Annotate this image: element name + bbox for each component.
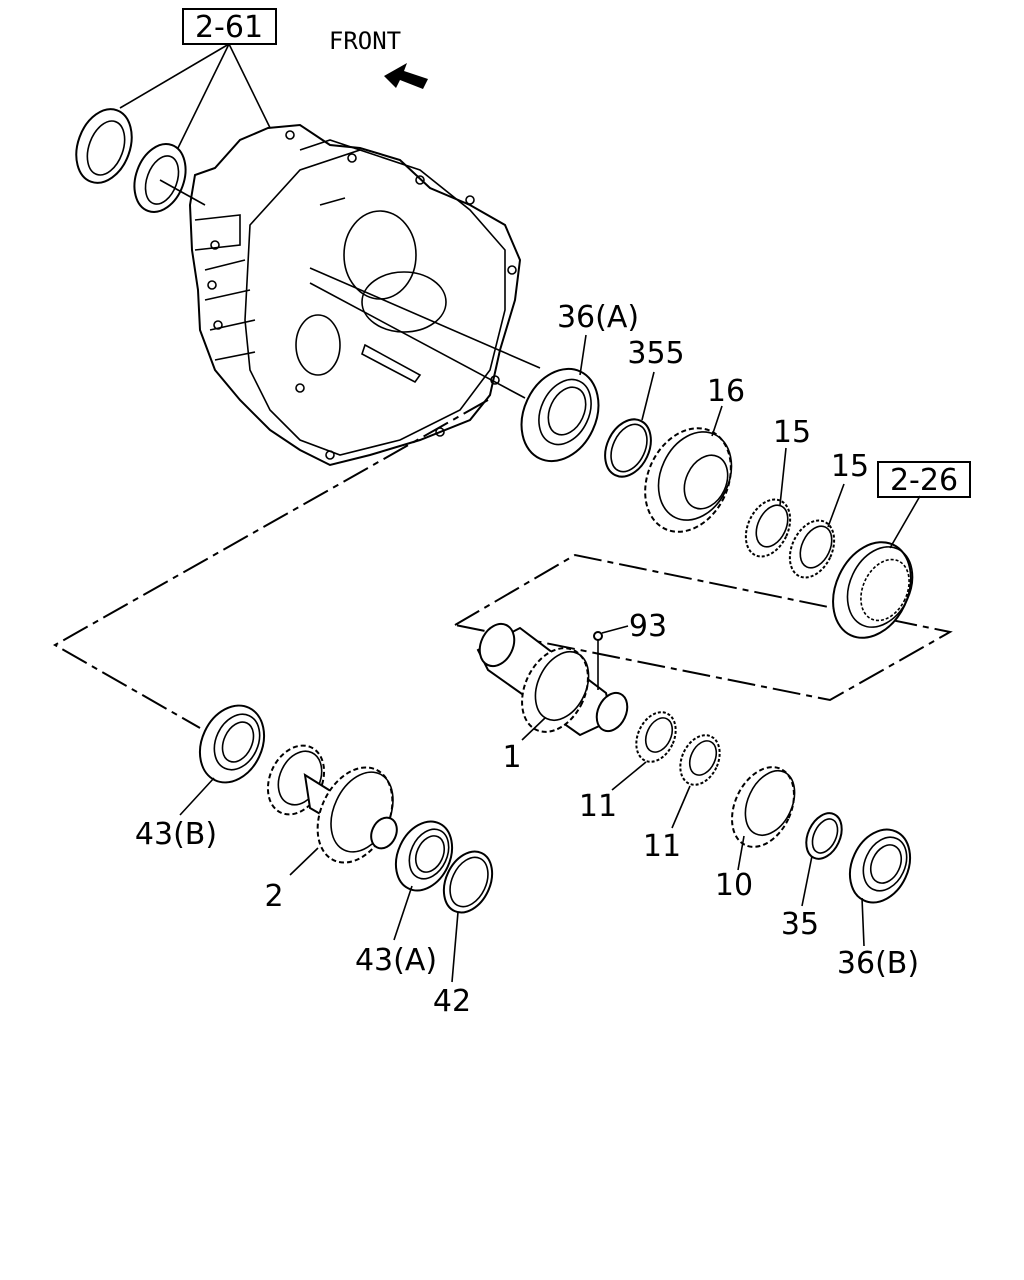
bearing-36a[interactable] (507, 356, 613, 473)
callout-10: 10 (715, 868, 753, 903)
callout-355: 355 (627, 336, 684, 371)
counter-gear-2[interactable] (257, 736, 407, 874)
synchro-ring[interactable] (818, 529, 926, 650)
bearing-43a[interactable] (385, 812, 463, 899)
snap-ring-355[interactable] (596, 412, 659, 484)
callout-36a: 36(A) (557, 300, 639, 335)
needle-bearing-11a[interactable] (629, 706, 684, 768)
gear-16[interactable] (629, 414, 747, 546)
needle-bearing-15a[interactable] (737, 492, 799, 563)
main-shaft-1[interactable] (473, 618, 633, 742)
needle-bearing-15b[interactable] (781, 513, 843, 584)
snap-ring-35[interactable] (799, 807, 848, 864)
callout-42: 42 (433, 984, 471, 1019)
ref-box-2-61[interactable]: 2-61 (182, 8, 277, 45)
callout-point-93 (593, 631, 603, 641)
callout-93: 93 (629, 609, 667, 644)
ref-box-2-26[interactable]: 2-26 (877, 461, 971, 498)
needle-bearing-11b[interactable] (673, 729, 728, 791)
callout-16: 16 (707, 374, 745, 409)
callout-36b: 36(B) (837, 946, 919, 981)
callout-11b: 11 (643, 829, 681, 864)
callout-2: 2 (264, 879, 283, 914)
seal-ring-outer[interactable] (67, 101, 142, 190)
svg-text:2-61: 2-61 (195, 10, 263, 45)
seal-ring-inner[interactable] (125, 137, 194, 219)
transmission-case[interactable] (188, 123, 522, 467)
front-arrow-icon (384, 63, 428, 89)
bearing-43b[interactable] (188, 695, 276, 793)
callout-43b: 43(B) (135, 817, 217, 852)
callout-43a: 43(A) (355, 943, 437, 978)
svg-text:2-26: 2-26 (890, 463, 958, 498)
callout-15b: 15 (831, 449, 869, 484)
washer-42[interactable] (435, 844, 502, 921)
callout-15a: 15 (773, 415, 811, 450)
callout-35: 35 (781, 907, 819, 942)
gear-10[interactable] (720, 757, 806, 857)
callout-1: 1 (502, 740, 521, 775)
bearing-36b[interactable] (839, 820, 922, 913)
callout-11a: 11 (579, 789, 617, 824)
front-label: FRONT (329, 27, 401, 55)
